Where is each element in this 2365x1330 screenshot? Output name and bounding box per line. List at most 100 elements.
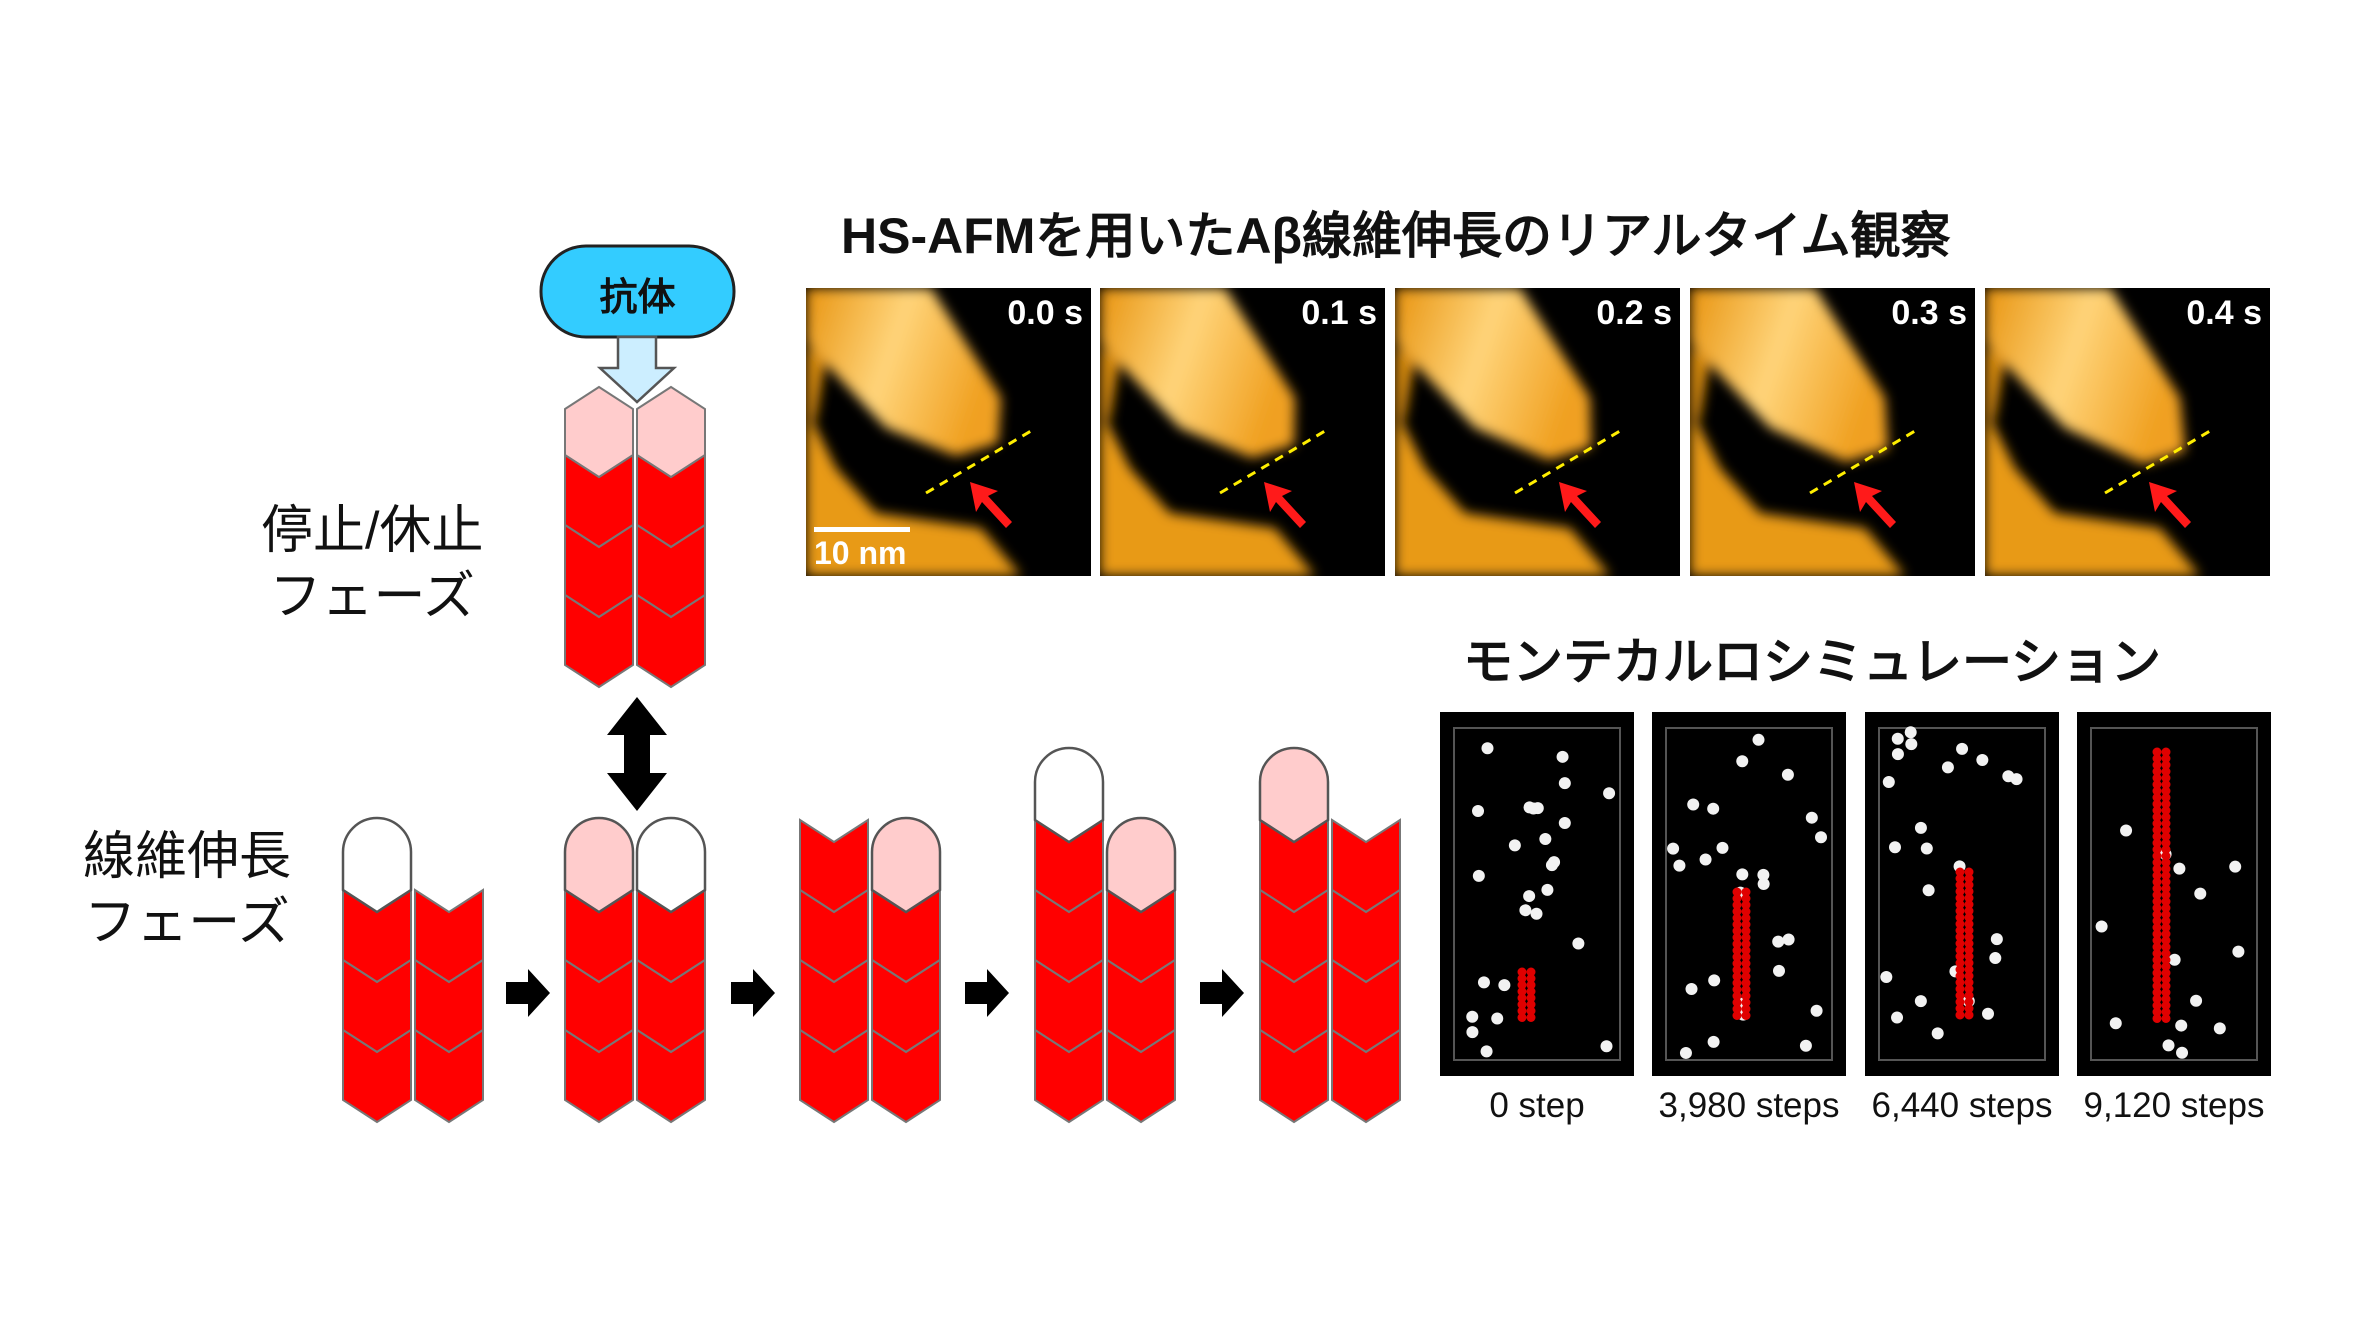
fibril-bead — [1517, 1013, 1527, 1022]
monomer-red — [1259, 1028, 1329, 1124]
frame-time: 0.4 s — [2186, 294, 2262, 332]
fibril-bead — [1955, 887, 1965, 896]
monomer-particle — [1989, 952, 2002, 965]
monomer-particle — [2120, 824, 2133, 837]
simulation-step-label: 0 step — [1489, 1086, 1585, 1125]
bound-monomer-cap — [1258, 746, 1330, 844]
fibril-bead — [1964, 945, 1974, 955]
fibril-bead — [1964, 997, 1974, 1007]
monomer-particle — [1572, 937, 1585, 950]
fibril-bead — [2152, 929, 2162, 939]
fibril-elongation-schematic — [341, 244, 1401, 1124]
fibril-bead — [2161, 1007, 2171, 1017]
fibril-bead — [1526, 1013, 1536, 1022]
monomer-particle — [1600, 1040, 1613, 1053]
monomer-particle — [1982, 1007, 1995, 1020]
fibril-bead — [2161, 988, 2171, 997]
fibril-bead — [1741, 907, 1751, 916]
elongating-fibril-1 — [341, 816, 484, 1124]
fibril-end-marker — [1809, 426, 1921, 495]
fibril-bead — [2161, 903, 2171, 913]
fibril-bead — [1517, 980, 1527, 990]
fibril-bead — [2152, 851, 2162, 861]
fibril-bead — [1741, 965, 1751, 975]
monomer-particle — [1541, 883, 1554, 896]
fibril-bead — [2152, 799, 2162, 809]
monomer-particle — [1477, 976, 1490, 989]
monomer-particle — [1707, 802, 1720, 815]
fibril-bead — [1964, 939, 1974, 948]
fibril-bead — [2161, 981, 2171, 991]
fibril-bead — [1955, 965, 1965, 974]
fibril-bead — [1732, 998, 1742, 1007]
fibril-bead — [1964, 932, 1974, 942]
scale-bar-label: 10 nm — [814, 535, 907, 571]
bound-monomer-cap — [563, 816, 635, 914]
afm-frame: 0.1 s — [1100, 288, 1385, 576]
fibril-bead — [1732, 952, 1742, 962]
fibril-bead — [1964, 971, 1974, 981]
fibril-bead — [1741, 887, 1751, 897]
fibril-bead — [2161, 949, 2171, 958]
monomer-particle — [1810, 1004, 1823, 1017]
fibril-bead — [1732, 972, 1742, 981]
monomer-red — [564, 1028, 634, 1124]
elongating-fibril-4 — [1033, 746, 1177, 1124]
fibril-bead — [1732, 920, 1742, 929]
fibril-bead — [1517, 967, 1527, 977]
fibril-bead — [2161, 851, 2171, 861]
monomer-red — [564, 593, 634, 689]
fibril-bead — [2152, 923, 2162, 932]
monomer-particle — [1956, 742, 1969, 755]
monomer-particle — [1707, 1035, 1720, 1048]
fibril-bead — [2161, 929, 2171, 939]
fibril-bead — [1964, 1004, 1974, 1013]
monomer-particle — [1757, 868, 1770, 881]
monomer-particle — [1508, 839, 1521, 852]
monomer-particle — [2173, 862, 2186, 875]
fibril-bead — [1741, 1004, 1751, 1014]
monomer-particle — [1772, 935, 1785, 948]
fibril-bead — [2161, 962, 2171, 971]
fibril-bead — [2152, 988, 2162, 997]
afm-frame: 0.2 s — [1395, 288, 1680, 576]
simulation-step-label: 9,120 steps — [2083, 1086, 2265, 1125]
fibril-bead — [1955, 945, 1965, 955]
monomer-particle — [1673, 859, 1686, 872]
fibril-bead — [1964, 867, 1974, 877]
fibril-bead — [1964, 880, 1974, 890]
fibril-bead — [2152, 858, 2162, 867]
monomer-particle — [1990, 933, 2003, 946]
fibril-bead — [2152, 890, 2162, 900]
frame-time: 0.2 s — [1596, 294, 1672, 332]
fibril-bead — [1526, 1000, 1536, 1009]
afm-frame: 0.4 s — [1985, 288, 2270, 576]
bound-monomer-cap — [870, 816, 942, 914]
free-end-cap — [635, 816, 707, 914]
fibril-bead — [1517, 974, 1527, 983]
fibril-bead — [1732, 933, 1742, 942]
fibril-bead — [2152, 864, 2162, 874]
antibody-arrow-icon — [596, 335, 678, 404]
fibril-bead — [1732, 926, 1742, 936]
fibril-bead — [2161, 780, 2171, 789]
monomer-particle — [2229, 860, 2242, 873]
fibril-bead — [1732, 894, 1742, 903]
fibril-bead — [2152, 760, 2162, 770]
monomer-particle — [1699, 853, 1712, 866]
fibril-bead — [1741, 952, 1751, 962]
fibril-bead — [1964, 991, 1974, 1000]
fibril-bead — [2152, 903, 2162, 913]
fibril-bead — [1526, 980, 1536, 990]
fibril-bead — [1741, 913, 1751, 923]
monomer-particle — [1752, 733, 1765, 746]
red-arrow-icon — [1559, 482, 1601, 528]
fibril-bead — [2152, 910, 2162, 919]
fibril-bead — [2161, 799, 2171, 809]
monomer-particle — [2175, 1019, 2188, 1032]
fibril-bead — [2161, 812, 2171, 822]
fibril-bead — [2152, 884, 2162, 893]
monomer-particle — [1799, 1039, 1812, 1052]
fibril-bead — [1964, 1010, 1974, 1020]
